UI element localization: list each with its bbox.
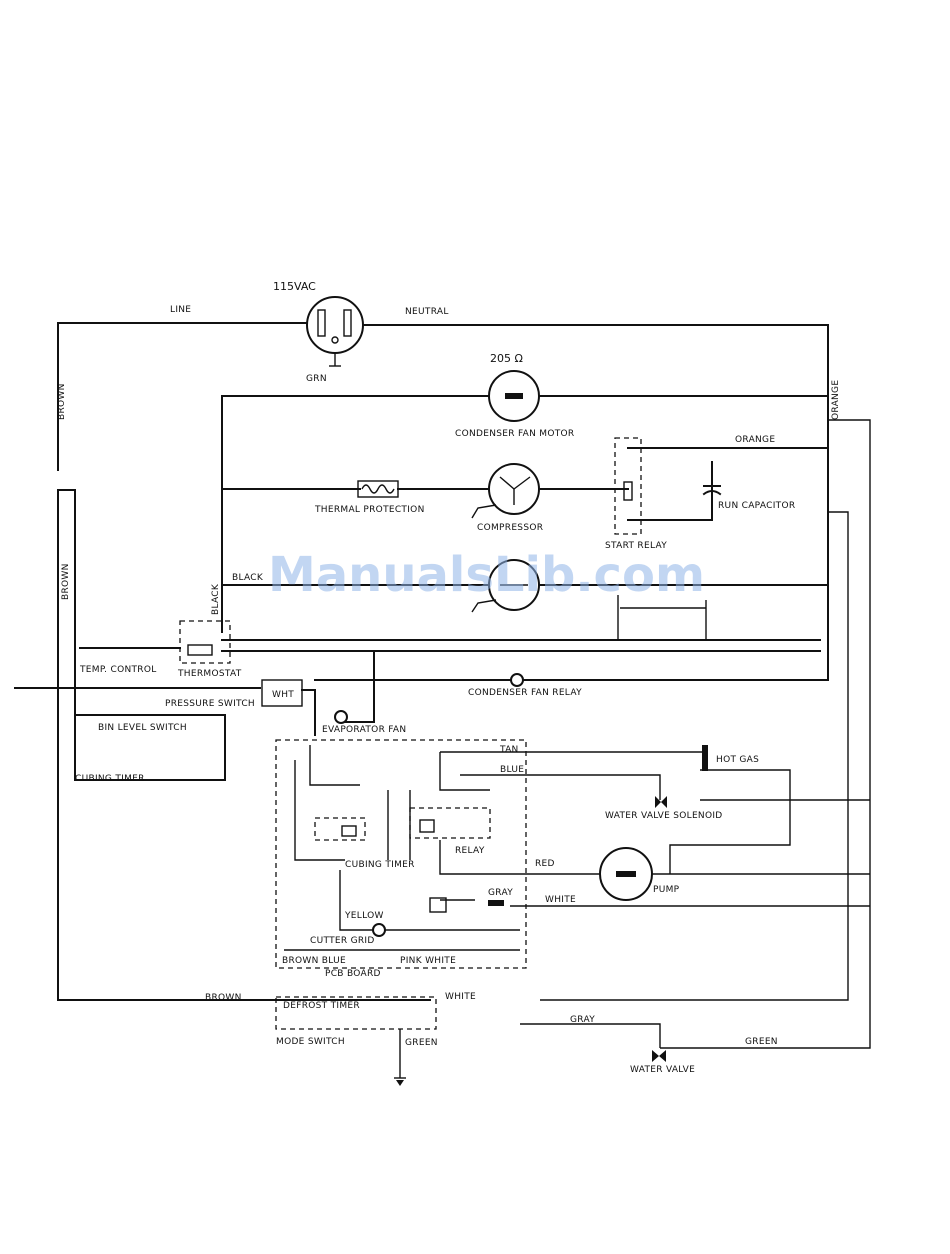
condenser-fan-motor [488, 370, 540, 422]
cutter-grid-label: CUTTER GRID [310, 936, 375, 946]
brown-defrost-label: BROWN [205, 993, 242, 1003]
relay-label: RELAY [455, 846, 485, 856]
run-capacitor [702, 485, 722, 496]
line-label: LINE [170, 305, 191, 315]
blue-label: BLUE [500, 765, 524, 775]
thermal-protection-icon [357, 480, 399, 498]
ohms-label: 205 Ω [490, 352, 523, 365]
hot-gas-solenoid [702, 745, 708, 771]
thermostat-label: THERMOSTAT [177, 669, 242, 679]
brown-blue-label: BROWN BLUE [282, 956, 346, 966]
compressor [471, 463, 540, 519]
tan-label: TAN [499, 745, 519, 755]
white-defrost-label: WHITE [445, 992, 476, 1002]
condenser-fan-motor-label: CONDENSER FAN MOTOR [455, 429, 574, 439]
gray-defrost-label: GRAY [570, 1015, 595, 1025]
gray-label: GRAY [488, 888, 513, 898]
power-outlet [306, 296, 364, 367]
cubing-timer-inner-label: CUBING TIMER [345, 860, 415, 870]
cubing-timer-label: CUBING TIMER [75, 774, 145, 784]
condenser-fan-relay-icon [510, 673, 524, 687]
pump-motor [599, 847, 653, 901]
pressure-switch-label: PRESSURE SWITCH [165, 699, 255, 709]
run-capacitor-label: RUN CAPACITOR [718, 501, 795, 511]
compressor-label: COMPRESSOR [477, 523, 543, 533]
condenser-fan-relay-label: CONDENSER FAN RELAY [468, 688, 582, 698]
defrost-timer-label: DEFROST TIMER [283, 1001, 360, 1011]
mode-switch-label: MODE SWITCH [276, 1037, 345, 1047]
wht-label: WHT [272, 690, 294, 700]
water-valve-solenoid [655, 796, 667, 808]
neutral-label: NEUTRAL [405, 307, 449, 317]
green-label: GREEN [405, 1038, 438, 1048]
temp-control-label: TEMP. CONTROL [79, 665, 157, 675]
start-relay-label: START RELAY [605, 541, 667, 551]
hot-gas-label: HOT GAS [716, 755, 759, 765]
watermark: ManualsLib.com [268, 547, 705, 603]
pcb-board-label: PCB BOARD [325, 969, 381, 979]
evaporator-fan-motor [471, 559, 540, 613]
ground-wire [394, 1029, 406, 1086]
pcb-board-outline [275, 739, 527, 969]
red-label: RED [535, 859, 555, 869]
thermostat [179, 620, 231, 664]
water-valve-coil-label: WATER VALVE SOLENOID [605, 811, 723, 821]
bin-level-switch-label: BIN LEVEL SWITCH [98, 723, 187, 733]
water-valve [652, 1050, 666, 1062]
pcb-internal-wiring [284, 745, 870, 951]
evaporator-fan-icon [334, 710, 348, 724]
pump-label: PUMP [653, 885, 680, 895]
black-vertical-label: BLACK [211, 583, 221, 615]
ground-label: GRN [306, 374, 327, 384]
defrost-timer-box [275, 996, 437, 1030]
start-relay [614, 437, 642, 535]
gray-wire [520, 1023, 661, 1048]
supply-voltage-label: 115VAC [273, 280, 316, 293]
green-valve-label: GREEN [745, 1037, 778, 1047]
white-label: WHITE [545, 895, 576, 905]
yellow-label: YELLOW [344, 911, 384, 921]
thermal-protection-label: THERMAL PROTECTION [314, 505, 425, 515]
evaporator-fan-label: EVAPORATOR FAN [322, 725, 406, 735]
brown-line-label: BROWN [57, 383, 67, 420]
main-wires [14, 322, 871, 1049]
black-wire-label: BLACK [232, 573, 264, 583]
brown-bus-label: BROWN [61, 563, 71, 600]
pink-white-label: PINK WHITE [400, 956, 456, 966]
orange-wire-label: ORANGE [735, 435, 775, 445]
water-valve-label: WATER VALVE [630, 1065, 695, 1075]
orange-vertical-label: ORANGE [831, 380, 841, 420]
